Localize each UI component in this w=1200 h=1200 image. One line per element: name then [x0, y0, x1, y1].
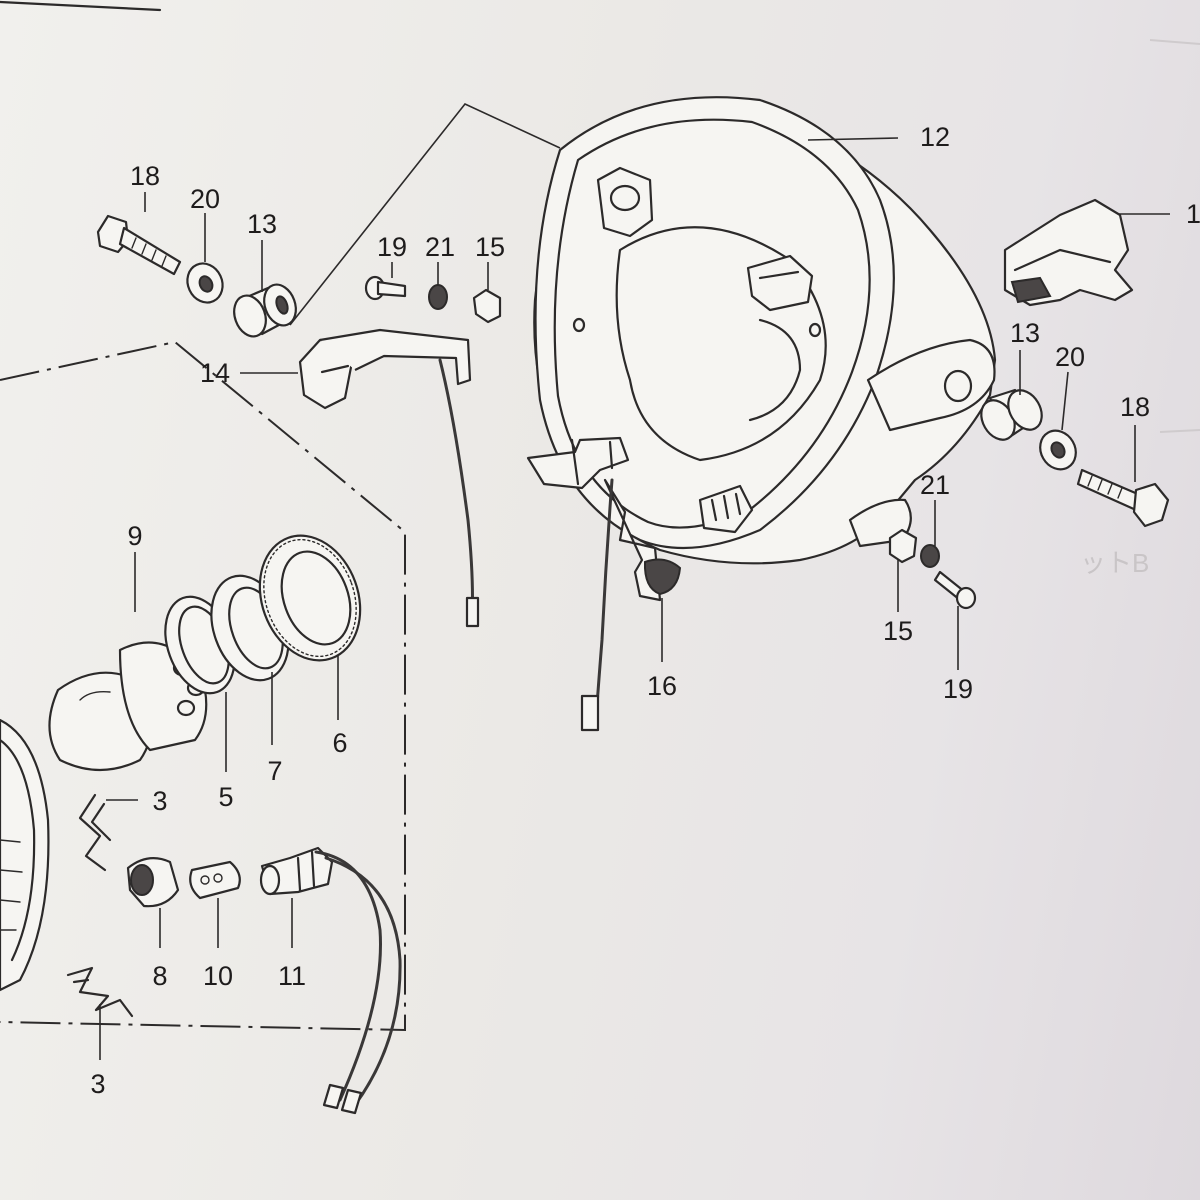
leader-13-to-case [289, 103, 561, 326]
callout-19-top: 19 [377, 232, 407, 262]
screw-19-lower [933, 570, 977, 610]
callout-20-right: 20 [1055, 342, 1085, 372]
page-top-rule [0, 0, 162, 12]
grommet-15-top [472, 288, 502, 324]
callout-labels: 18 20 13 19 21 15 12 1 14 13 20 18 21 15… [90, 122, 1200, 1099]
callout-10: 10 [203, 961, 233, 991]
bleed-through-marks [1149, 39, 1200, 433]
clip-3-lower [66, 966, 134, 1018]
callout-19-lower: 19 [943, 674, 973, 704]
callout-18-right: 18 [1120, 392, 1150, 422]
washer-20-left [186, 262, 224, 304]
nut-21-lower [920, 544, 940, 568]
callout-1: 1 [1186, 199, 1200, 229]
clip-3-upper [78, 793, 112, 872]
headlight-lens-rim [0, 718, 50, 992]
callout-3-lower: 3 [90, 1069, 105, 1099]
collar-13-left [233, 283, 297, 338]
leader-20b [1061, 371, 1069, 431]
bolt-18-left [96, 214, 182, 276]
callout-13-right: 13 [1010, 318, 1040, 348]
callout-21-top: 21 [425, 232, 455, 262]
nut-21-top [428, 284, 448, 310]
callout-15-top: 15 [475, 232, 505, 262]
bleed-through-text: ットB [1080, 548, 1149, 578]
socket-8 [126, 857, 180, 908]
callout-9: 9 [127, 521, 142, 551]
mount-clip-1 [1003, 198, 1134, 307]
headlight-case-12 [533, 96, 997, 565]
washer-20-right [1039, 429, 1077, 471]
callout-15-lower: 15 [883, 616, 913, 646]
leader-12 [807, 137, 899, 141]
grommet-15-lower [888, 528, 918, 564]
callout-20-left: 20 [190, 184, 220, 214]
callout-8: 8 [152, 961, 167, 991]
callout-12: 12 [920, 122, 950, 152]
callout-3-upper: 3 [152, 786, 167, 816]
callout-13-left: 13 [247, 209, 277, 239]
callout-18-left: 18 [130, 161, 160, 191]
bolt-18-right [1076, 468, 1170, 528]
callout-14: 14 [200, 358, 230, 388]
socket-11 [259, 846, 402, 1115]
callout-6: 6 [332, 728, 347, 758]
screw-19-top [364, 275, 407, 301]
callout-7: 7 [267, 756, 282, 786]
callout-21-lower: 21 [920, 470, 950, 500]
bracket-16 [526, 436, 682, 732]
rim-ring-6 [258, 534, 362, 662]
sub-assembly-boundary [0, 340, 406, 1032]
callout-11: 11 [278, 961, 306, 991]
callout-16: 16 [647, 671, 677, 701]
callout-5: 5 [218, 782, 233, 812]
bulb-10 [189, 860, 241, 900]
bracket-14 [298, 328, 480, 628]
collar-13-right [980, 388, 1043, 441]
